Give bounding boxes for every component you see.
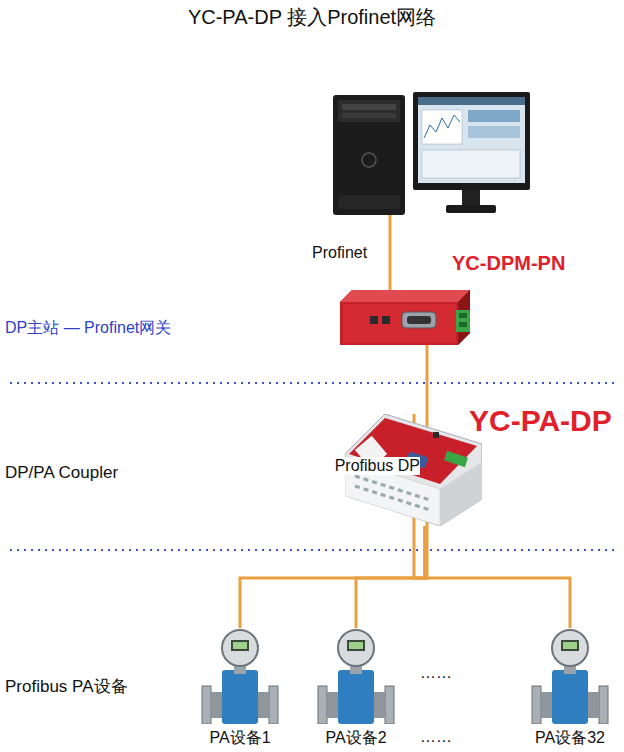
bus-connector bbox=[240, 526, 425, 628]
node-label: YC-PA-DP bbox=[469, 404, 612, 438]
node-label: PA设备1 bbox=[209, 728, 270, 749]
device-illustration bbox=[340, 290, 470, 345]
row-label: DP主站 — Profinet网关 bbox=[5, 318, 171, 339]
separator-line bbox=[10, 382, 616, 384]
device-illustration bbox=[316, 628, 396, 724]
computer-illustration bbox=[333, 92, 530, 215]
device-illustration bbox=[530, 628, 610, 724]
row-label: Profibus PA设备 bbox=[5, 675, 128, 698]
edge-label: Profibus DP bbox=[335, 457, 420, 475]
pa-device: PA设备1 bbox=[200, 628, 280, 748]
device-illustration bbox=[200, 628, 280, 724]
gateway-device: YC-DPM-PN bbox=[340, 290, 470, 345]
node-label: PA设备2 bbox=[325, 728, 386, 749]
row-label: …… bbox=[420, 728, 452, 746]
row-label: …… bbox=[420, 664, 452, 682]
node-label: PA设备32 bbox=[535, 728, 605, 749]
row-label: Profinet bbox=[312, 244, 367, 262]
profinet-wire bbox=[389, 215, 392, 290]
separator-line bbox=[10, 549, 616, 551]
node-label: YC-DPM-PN bbox=[452, 252, 565, 275]
bus-connector bbox=[356, 526, 425, 628]
title: YC-PA-DP 接入Profinet网络 bbox=[0, 4, 624, 31]
row-label: DP/PA Coupler bbox=[5, 463, 118, 483]
pa-device: PA设备32 bbox=[530, 628, 610, 748]
pa-device: PA设备2 bbox=[316, 628, 396, 748]
bus-connector bbox=[425, 526, 570, 628]
